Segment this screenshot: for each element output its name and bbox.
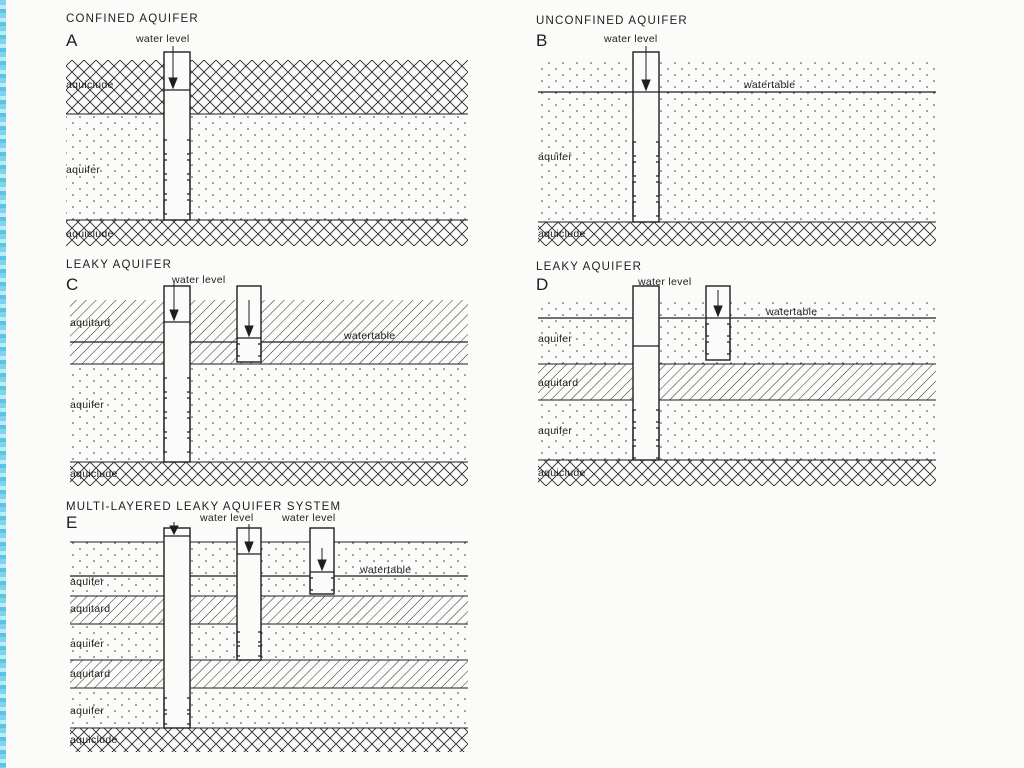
well-casing	[163, 527, 191, 729]
water-level-label: water level	[135, 33, 190, 45]
layer-label: aquiclude	[70, 734, 118, 746]
aquifer-layer	[538, 300, 936, 364]
layer-label: aquifer	[70, 399, 104, 411]
arrow-down-icon	[713, 290, 723, 318]
aquifer-layer	[538, 60, 936, 222]
layer-label: aquifer	[538, 333, 572, 345]
layer-label: aquifer	[70, 705, 104, 717]
aquitard-layer	[70, 660, 468, 688]
panel-d: LEAKY AQUIFER D water level watertable a…	[536, 261, 936, 486]
layer-label: aquifer	[70, 638, 104, 650]
watertable-label: watertable	[343, 330, 395, 342]
panel-letter: C	[66, 275, 78, 294]
well-casing	[163, 51, 191, 221]
aquitard-layer	[538, 364, 936, 400]
well-casing	[632, 285, 660, 461]
aquiclude-layer	[538, 460, 936, 486]
panel-letter: D	[536, 275, 548, 294]
layer-label: aquiclude	[66, 228, 114, 240]
layer-label: aquiclude	[66, 79, 114, 91]
panel-letter: B	[536, 31, 547, 50]
water-level-label: water level	[199, 512, 254, 524]
observation-well	[236, 285, 262, 363]
panel-title: LEAKY AQUIFER	[536, 261, 642, 273]
layer-label: aquifer	[538, 151, 572, 163]
arrow-down-icon	[244, 300, 254, 338]
panel-b: UNCONFINED AQUIFER B water level waterta…	[536, 15, 936, 246]
aquifer-layer	[66, 114, 468, 220]
slide-left-border	[0, 0, 6, 768]
arrow-down-icon	[641, 46, 651, 92]
aquiclude-layer	[66, 220, 468, 246]
aquifer-layer	[70, 688, 468, 728]
aquifer-layer	[70, 624, 468, 660]
aquifer-layer	[538, 400, 936, 460]
panel-title: UNCONFINED AQUIFER	[536, 15, 688, 27]
panel-title: LEAKY AQUIFER	[66, 259, 172, 271]
arrow-down-icon	[169, 522, 179, 536]
aquiclude-layer	[66, 60, 468, 114]
panel-letter: E	[66, 513, 77, 532]
aquiclude-layer	[538, 222, 936, 246]
layer-label: aquifer	[70, 576, 104, 588]
aquifer-layer	[70, 542, 468, 596]
layer-label: aquiclude	[538, 228, 586, 240]
aquiclude-layer	[70, 462, 468, 486]
layer-label: aquiclude	[70, 468, 118, 480]
water-level-label: water level	[171, 274, 226, 286]
panel-title: CONFINED AQUIFER	[66, 13, 199, 25]
watertable-label: watertable	[765, 306, 817, 318]
arrow-down-icon	[169, 282, 179, 322]
layer-label: aquifer	[66, 164, 100, 176]
aquifer-layer	[70, 364, 468, 462]
arrow-down-icon	[317, 548, 327, 572]
arrow-down-icon	[244, 524, 254, 554]
panel-letter: A	[66, 31, 78, 50]
panel-e: MULTI-LAYERED LEAKY AQUIFER SYSTEM E	[66, 501, 468, 752]
watertable-label: watertable	[743, 79, 795, 91]
layer-label: aquitard	[538, 377, 578, 389]
layer-label: aquifer	[538, 425, 572, 437]
layer-label: aquitard	[70, 668, 110, 680]
layer-label: aquitard	[70, 317, 110, 329]
panel-a: CONFINED AQUIFER A water level aquiclude…	[66, 13, 468, 246]
aquitard-layer	[70, 300, 468, 364]
well-casing	[163, 285, 191, 463]
panel-c: LEAKY AQUIFER C water level watertable a…	[66, 259, 468, 486]
water-level-label: water level	[281, 512, 336, 524]
arrow-down-icon	[168, 46, 178, 90]
watertable-label: watertable	[359, 564, 411, 576]
water-level-label: water level	[637, 276, 692, 288]
aquiclude-layer	[70, 728, 468, 752]
water-level-label: water level	[603, 33, 658, 45]
aquitard-layer	[70, 596, 468, 624]
layer-label: aquiclude	[538, 467, 586, 479]
layer-label: aquitard	[70, 603, 110, 615]
panel-title: MULTI-LAYERED LEAKY AQUIFER SYSTEM	[66, 501, 341, 513]
